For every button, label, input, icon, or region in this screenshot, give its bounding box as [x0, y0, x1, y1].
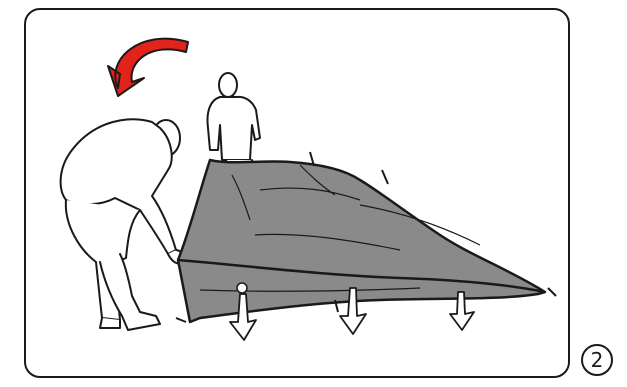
- step-number-badge: 2: [581, 344, 613, 376]
- back-person: [208, 73, 261, 172]
- step-number: 2: [591, 350, 604, 370]
- red-curved-arrow-icon: [108, 39, 188, 96]
- tarp: [176, 152, 556, 322]
- front-person: [61, 119, 185, 330]
